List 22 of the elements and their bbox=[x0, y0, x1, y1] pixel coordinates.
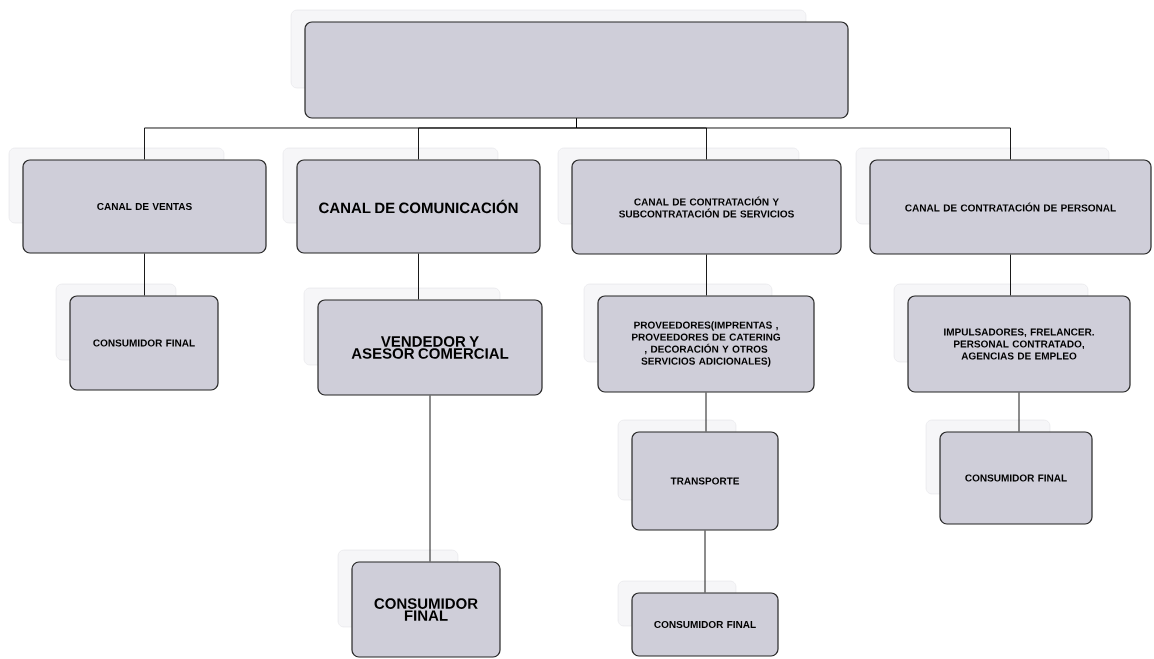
org-box: IMPULSADORES, FRELANCER. PERSONAL CONTRATADO, AGENCIAS DE EMPLEO bbox=[907, 295, 1131, 393]
org-box: CONSUMIDOR FINAL bbox=[631, 592, 779, 657]
connector-line bbox=[429, 395, 431, 562]
connector-line bbox=[1018, 392, 1020, 432]
org-box: CANAL DE CONTRATACIÓN DE PERSONAL bbox=[869, 159, 1152, 255]
connector-line bbox=[704, 530, 706, 593]
org-box: VENDEDOR Y ASESOR COMERCIAL bbox=[317, 299, 543, 396]
org-box bbox=[304, 21, 849, 119]
org-box: CANAL DE CONTRATACIÓN Y SUBCONTRATACIÓN DE SERVICIOS bbox=[571, 159, 842, 255]
connector-line bbox=[418, 253, 419, 300]
org-box: CANAL DE VENTAS bbox=[22, 159, 267, 254]
connector-line bbox=[1010, 254, 1011, 296]
org-box: CONSUMIDOR FINAL bbox=[351, 561, 501, 658]
connector-line bbox=[576, 118, 1011, 160]
org-box: TRANSPORTE bbox=[631, 431, 779, 531]
org-box: CANAL DE COMUNICACIÓN bbox=[296, 159, 541, 254]
org-box: PROVEEDORES(IMPRENTAS , PROVEEDORES DE CATERING , DECORACIÓN Y OTROS SERVICIOS ADICIONALES) bbox=[597, 295, 815, 393]
org-box: CONSUMIDOR FINAL bbox=[69, 295, 219, 391]
connector-line bbox=[706, 254, 707, 296]
connector-line bbox=[705, 392, 707, 432]
org-box: CONSUMIDOR FINAL bbox=[939, 431, 1093, 525]
connector-line bbox=[144, 253, 145, 296]
